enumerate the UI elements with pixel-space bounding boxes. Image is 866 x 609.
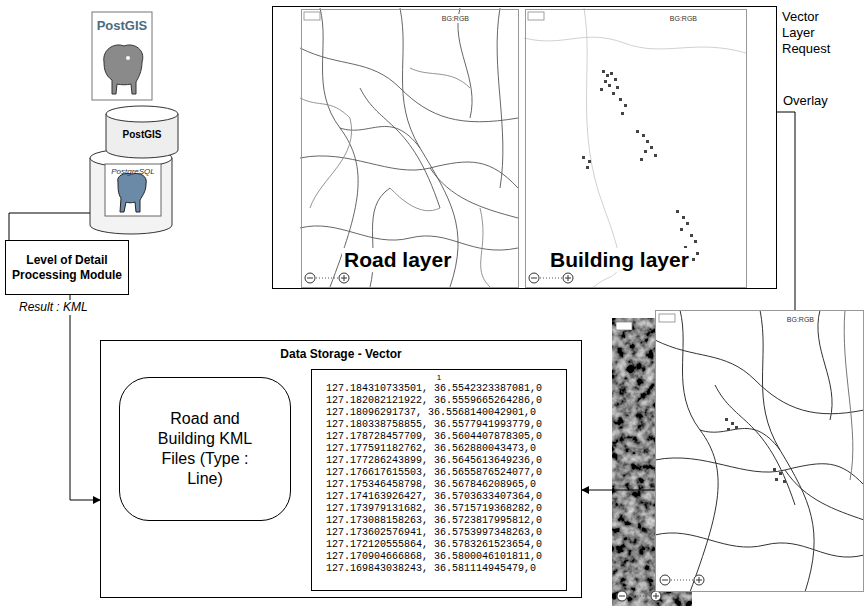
- coordinate-row: 127.177591182762, 36.562880043473,0: [312, 443, 566, 455]
- coordinate-row: 127.172120555864, 36.5783261523654,0: [312, 539, 566, 551]
- coordinate-row: 127.178728457709, 36.5604407878305,0: [312, 431, 566, 443]
- connector-line: [9, 213, 90, 240]
- logo-text: PostgreSQL: [105, 167, 161, 177]
- edge-label: Overlay: [781, 93, 830, 109]
- database-label: PostGIS: [106, 129, 178, 141]
- building-layer-map: BG:RGB Building layer: [525, 9, 747, 288]
- edge-label: Result : KML: [17, 300, 90, 315]
- process-label: Level of Detail Processing Module: [11, 253, 123, 283]
- overlay-map: [655, 310, 864, 592]
- page-number: 1: [312, 373, 566, 383]
- building-map: [524, 8, 746, 287]
- coordinate-row: 127.173088158263, 36.5723817995812,0: [312, 515, 566, 527]
- road-map: [300, 8, 518, 287]
- layer-title: Road layer: [342, 248, 453, 272]
- overlay-map: BG:RGB: [655, 310, 864, 592]
- file-label: Road and Building KML Files (Type : Line…: [152, 409, 258, 489]
- file-box: Road and Building KML Files (Type : Line…: [119, 377, 291, 521]
- storage-box: Data Storage - VectorRoad and Building K…: [100, 340, 582, 598]
- map-tag: BG:RGB: [669, 14, 698, 23]
- connector-line: [777, 112, 795, 310]
- layer-title: Building layer: [548, 248, 691, 272]
- coordinate-row: 127.173602576941, 36.5753997348263,0: [312, 527, 566, 539]
- coordinate-panel: 1127.184310733501, 36.5542323387081,0127…: [311, 369, 567, 591]
- database-stack: PostGIS PostGIS PostgreSQL: [86, 10, 182, 235]
- coordinate-row: 127.182082121922, 36.5559665264286,0: [312, 395, 566, 407]
- coordinate-row: 127.174163926427, 36.5703633407364,0: [312, 491, 566, 503]
- box-title: Data Storage - Vector: [101, 347, 581, 362]
- map-tag: BG:RGB: [786, 315, 815, 324]
- side-label: Vector Layer Request: [782, 9, 848, 57]
- process-box: Level of Detail Processing Module: [5, 240, 129, 295]
- coordinate-row: 127.177286243899, 36.5645613649236,0: [312, 455, 566, 467]
- road-layer-map: BG:RGB Road layer: [301, 9, 519, 288]
- layer-frame: Vector Layer RequestBG:RGBRoad layerBG:R…: [272, 6, 777, 289]
- map-tag: BG:RGB: [441, 14, 470, 23]
- coordinate-row: 127.175346458798, 36.567846208965,0: [312, 479, 566, 491]
- coordinate-row: 127.184310733501, 36.5542323387081,0: [312, 383, 566, 395]
- coordinate-row: 127.180338758855, 36.5577941993779,0: [312, 419, 566, 431]
- arrow: [582, 490, 655, 491]
- coordinate-row: 127.18096291737, 36.5568140042901,0: [312, 407, 566, 419]
- coordinate-row: 127.170904666868, 36.5800046101811,0: [312, 551, 566, 563]
- coordinate-row: 127.169843038243, 36.581114945479,0: [312, 563, 566, 575]
- coordinate-row: 127.176617615503, 36.5655876524077,0: [312, 467, 566, 479]
- arrow: [70, 295, 100, 500]
- database-icon: [90, 12, 178, 234]
- logo-text: PostGIS: [92, 18, 152, 34]
- coordinate-row: 127.173979131682, 36.5715719368282,0: [312, 503, 566, 515]
